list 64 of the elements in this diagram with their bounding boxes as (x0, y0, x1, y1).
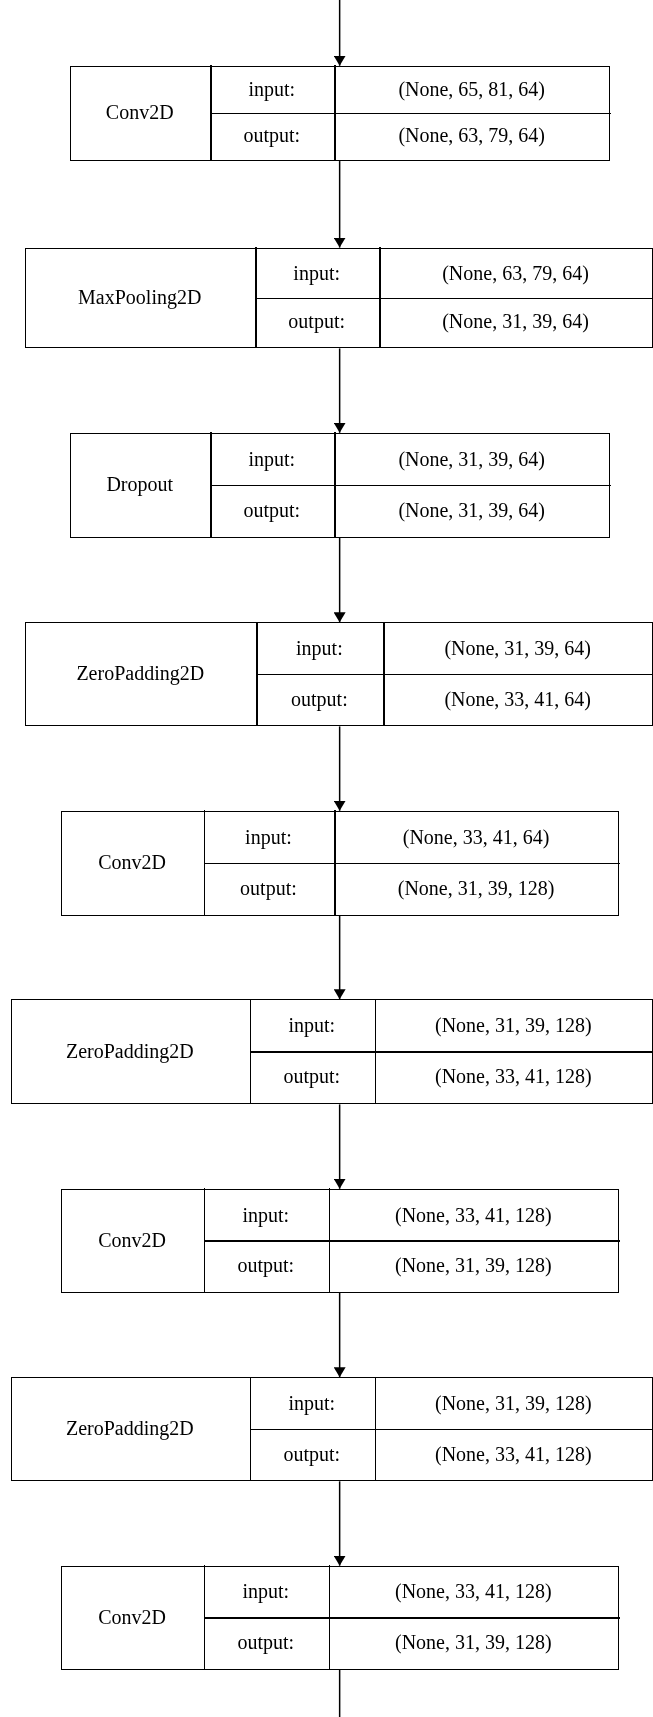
arrow (333, 160, 346, 249)
field-label: input: (242, 1580, 290, 1604)
layer-box (70, 65, 611, 162)
arrow (333, 1292, 346, 1378)
layer-name: ZeroPadding2D (76, 662, 205, 686)
shape-value: (None, 33, 41, 64) (444, 687, 592, 711)
layer-name: Conv2D (98, 1605, 166, 1629)
arrow (333, 0, 346, 67)
shape-value: (None, 33, 41, 128) (395, 1580, 552, 1604)
shape-value: (None, 31, 39, 64) (398, 447, 545, 471)
field-label: input: (288, 1014, 336, 1038)
connector-line (338, 1669, 341, 1717)
shape-value: (None, 31, 39, 128) (435, 1014, 592, 1038)
shape-value: (None, 63, 79, 64) (442, 261, 589, 285)
field-label: input: (245, 825, 292, 849)
layer-box (25, 622, 653, 727)
shape-value: (None, 63, 79, 64) (398, 124, 545, 148)
field-label: output: (237, 1254, 295, 1278)
shape-value: (None, 31, 39, 128) (395, 1630, 552, 1654)
layer-name: ZeroPadding2D (66, 1039, 194, 1063)
layer-name: MaxPooling2D (78, 286, 202, 309)
field-label: output: (243, 498, 301, 522)
layer-box (61, 1565, 619, 1670)
field-label: output: (240, 876, 297, 900)
shape-value: (None, 31, 39, 64) (444, 637, 592, 661)
shape-value: (None, 31, 39, 128) (397, 876, 555, 900)
shape-value: (None, 31, 39, 64) (442, 310, 589, 334)
shape-value: (None, 33, 41, 128) (395, 1203, 552, 1227)
shape-value: (None, 31, 39, 128) (395, 1254, 552, 1278)
arrow (333, 915, 346, 1000)
arrow (333, 347, 346, 434)
shape-value: (None, 33, 41, 64) (402, 825, 550, 849)
arrow (333, 725, 346, 812)
layer-box (10, 1377, 653, 1482)
layer-box (61, 1188, 619, 1293)
field-label: output: (283, 1065, 341, 1089)
field-label: output: (243, 124, 301, 148)
field-label: output: (291, 687, 348, 711)
field-label: input: (293, 261, 340, 285)
field-label: input: (248, 447, 296, 471)
field-label: input: (242, 1203, 290, 1227)
layer-name: ZeroPadding2D (66, 1417, 194, 1441)
layer-box (61, 810, 619, 916)
layer-name: Dropout (106, 473, 174, 497)
arrow (333, 1103, 346, 1190)
layer-box (70, 432, 611, 538)
shape-value: (None, 31, 39, 128) (435, 1391, 592, 1415)
field-label: input: (288, 1391, 336, 1415)
field-label: output: (237, 1630, 295, 1654)
layer-name: Conv2D (98, 1228, 166, 1252)
arrow (333, 537, 346, 624)
layer-name: Conv2D (105, 101, 174, 125)
shape-value: (None, 33, 41, 128) (435, 1065, 592, 1089)
layer-box (25, 247, 653, 349)
arrow (333, 1480, 346, 1567)
field-label: input: (248, 78, 296, 102)
shape-value: (None, 33, 41, 128) (435, 1442, 592, 1466)
field-label: output: (288, 310, 345, 334)
field-label: output: (283, 1442, 341, 1466)
layer-box (10, 999, 653, 1105)
field-label: input: (296, 637, 343, 661)
shape-value: (None, 65, 81, 64) (398, 78, 545, 102)
shape-value: (None, 31, 39, 64) (398, 498, 545, 522)
layer-name: Conv2D (98, 851, 166, 875)
